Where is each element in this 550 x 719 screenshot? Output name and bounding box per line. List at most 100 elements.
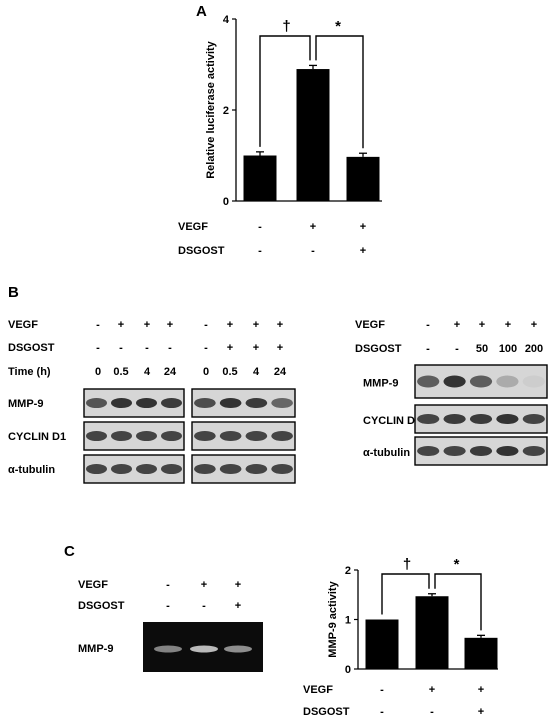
treatment-value: - (202, 600, 206, 612)
significance-bracket-dagger-symbol: † (403, 556, 411, 573)
band (136, 397, 157, 409)
band (469, 413, 493, 425)
treatment-label: VEGF (8, 319, 38, 331)
y-tick-label: 2 (345, 565, 351, 577)
blot-label: MMP-9 (8, 398, 43, 410)
band (111, 397, 132, 409)
y-tick-label: 1 (345, 615, 351, 627)
treatment-value: + (360, 221, 366, 233)
treatment-value: - (430, 706, 434, 718)
significance-bracket-star (315, 35, 364, 149)
band (417, 445, 440, 457)
treatment-label: VEGF (178, 221, 208, 233)
treatment-value: 200 (525, 343, 543, 355)
treatment-value: 50 (476, 343, 488, 355)
treatment-value: + (310, 221, 316, 233)
treatment-value: + (201, 579, 207, 591)
treatment-value: - (204, 342, 208, 354)
bar (296, 69, 330, 201)
bar (464, 637, 498, 669)
treatment-label: DSGOST (303, 706, 350, 718)
bar (243, 155, 277, 201)
band (496, 445, 519, 457)
treatment-value: + (429, 684, 435, 696)
treatment-value: 100 (499, 343, 517, 355)
blot-label: α-tubulin (363, 447, 410, 459)
treatment-value: 0 (203, 366, 209, 378)
y-tick-label: 2 (223, 105, 229, 117)
treatment-label: VEGF (78, 579, 108, 591)
treatment-value: + (454, 319, 460, 331)
panel-a-label: A (196, 3, 207, 20)
treatment-value: 24 (164, 366, 177, 378)
y-tick-label: 4 (223, 14, 230, 26)
treatment-value: + (227, 342, 233, 354)
treatment-value: + (144, 319, 150, 331)
band (469, 445, 493, 457)
blot-label: CYCLIN D1 (363, 415, 421, 427)
bar (365, 619, 399, 669)
band (136, 430, 157, 442)
treatment-value: - (204, 319, 208, 331)
treatment-value: 0.5 (113, 366, 128, 378)
zymogram-gel: VEGF-++DSGOST--+MMP-9 (78, 579, 263, 672)
treatment-value: - (96, 342, 100, 354)
treatment-label: VEGF (355, 319, 385, 331)
treatment-label: DSGOST (178, 245, 225, 257)
treatment-value: - (455, 343, 459, 355)
treatment-value: 4 (144, 366, 151, 378)
treatment-value: - (119, 342, 123, 354)
significance-bracket-star-symbol: * (335, 18, 341, 35)
band (417, 413, 440, 425)
treatment-label: DSGOST (8, 342, 55, 354)
significance-bracket-dagger-symbol: † (282, 18, 290, 35)
y-tick-label: 0 (223, 196, 229, 208)
significance-bracket-dagger (381, 573, 430, 615)
band (194, 397, 216, 409)
treatment-value: - (96, 319, 100, 331)
treatment-value: - (380, 684, 384, 696)
band (522, 445, 545, 457)
treatment-value: - (258, 221, 262, 233)
treatment-value: 24 (274, 366, 287, 378)
blot-label: α-tubulin (8, 464, 55, 476)
band (86, 397, 107, 409)
band (161, 397, 182, 409)
band (161, 463, 182, 475)
band (194, 463, 216, 475)
treatment-value: + (167, 319, 173, 331)
band (245, 430, 268, 442)
significance-bracket-star (434, 573, 482, 631)
gel-band (190, 645, 218, 653)
bar (346, 156, 380, 201)
treatment-value: - (311, 245, 315, 257)
band (136, 463, 157, 475)
treatment-label: DSGOST (355, 343, 402, 355)
gel-band (224, 645, 252, 653)
treatment-value: 0 (95, 366, 101, 378)
band (271, 463, 293, 475)
significance-bracket-star-symbol: * (454, 556, 460, 573)
treatment-label: Time (h) (8, 366, 51, 378)
band (86, 430, 107, 442)
band (443, 445, 466, 457)
band (496, 413, 519, 425)
blot-label: MMP-9 (363, 378, 398, 390)
treatment-value: + (277, 342, 283, 354)
band (194, 430, 216, 442)
y-axis-label: MMP-9 activity (327, 580, 339, 657)
treatment-value: + (479, 319, 485, 331)
treatment-value: + (478, 706, 484, 718)
treatment-value: + (235, 600, 241, 612)
band (271, 430, 293, 442)
band (219, 463, 242, 475)
treatment-value: - (380, 706, 384, 718)
treatment-value: - (166, 600, 170, 612)
panel-b-label: B (8, 284, 19, 301)
treatment-value: - (166, 579, 170, 591)
treatment-value: 4 (253, 366, 260, 378)
band (522, 375, 545, 388)
treatment-value: - (168, 342, 172, 354)
